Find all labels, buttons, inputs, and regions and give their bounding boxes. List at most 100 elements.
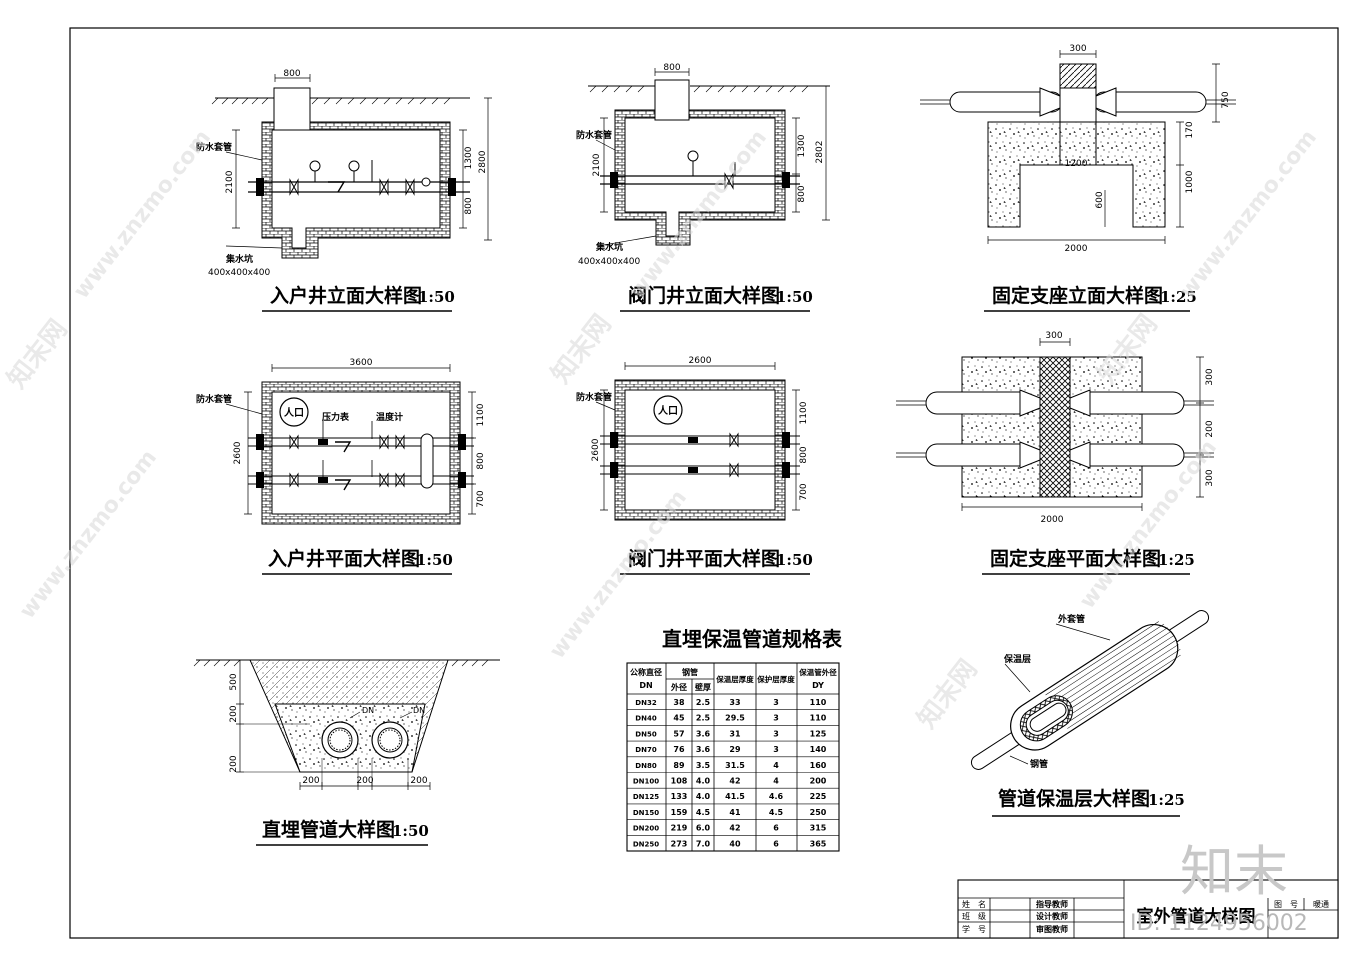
table-cell: 31.5 (725, 761, 745, 770)
title-block (957, 879, 1339, 939)
table-cell: 3 (773, 714, 779, 723)
table-cell: 76 (673, 745, 685, 754)
table-cell: DN40 (635, 715, 657, 723)
watermark-site-cn-4: 知末网 (912, 654, 984, 734)
table-cell: 3 (773, 698, 779, 707)
table-cell: 89 (673, 761, 685, 770)
dim-valve-plan-r3: 700 (799, 483, 809, 500)
table-cell: 133 (671, 792, 688, 801)
title-buried: 直埋管道大样图 (262, 818, 395, 841)
tb-r1c1: 姓 名 (962, 899, 986, 909)
th-outer: 保温管外径 (798, 667, 837, 677)
dim-support-elev-top: 300 (1069, 44, 1086, 54)
dim-buried-l3: 200 (229, 755, 239, 772)
table-title: 直埋保温管道规格表 (662, 627, 843, 651)
dim-entry-elev-r2: 800 (464, 197, 474, 214)
watermark-site-4: www.znzmo.com (15, 445, 162, 623)
table-cell: 3.6 (696, 745, 711, 754)
table-cell: 38 (673, 698, 685, 707)
entry-well-plan (225, 364, 476, 525)
th-wall: 壁厚 (695, 682, 711, 692)
scale-entry-plan: 1:50 (416, 551, 453, 569)
dim-valve-elev-left: 2100 (592, 153, 602, 176)
watermark-brand: 知末 (1180, 840, 1288, 903)
title-insul: 管道保温层大样图 (998, 787, 1150, 810)
table-cell: DN200 (633, 825, 659, 833)
label-sump-size-2: 400x400x400 (578, 257, 640, 267)
scale-valve-elev: 1:50 (776, 288, 813, 306)
dim-buried-b2: 200 (356, 776, 373, 786)
table-row-lines (627, 709, 839, 836)
th-dn: 公称直径 (630, 667, 662, 677)
dim-support-elev-bottom: 2000 (1065, 244, 1088, 254)
spec-table: 公称直径 DN 钢管 外径 壁厚 保温层厚度 保护层厚度 保温管外径 DY DN… (626, 662, 840, 852)
label-insulation-layer: 保温层 (1003, 653, 1031, 665)
table-cell: 140 (810, 745, 827, 754)
dim-valve-plan-top: 2600 (689, 356, 712, 366)
dim-support-elev-inner-h: 600 (1095, 191, 1105, 208)
table-header-rules (627, 678, 839, 695)
sheet-border (69, 27, 1339, 939)
th-od: 外径 (671, 682, 687, 692)
table-cell: 315 (810, 824, 827, 833)
scale-valve-plan: 1:50 (776, 551, 813, 569)
label-sump-2: 集水坑 (595, 241, 623, 253)
table-cell: 6 (773, 839, 779, 848)
dim-valve-elev-r2: 800 (797, 185, 807, 202)
table-cell: 4.5 (696, 808, 711, 817)
table-cell: 40 (729, 839, 741, 848)
buried-pipe-detail (193, 659, 500, 790)
label-waterproof-2: 防水套管 (576, 129, 612, 141)
table-cell: 4 (773, 761, 779, 770)
dim-support-elev-r2: 1000 (1185, 170, 1195, 193)
th-insul: 保温层厚度 (715, 674, 754, 684)
table-cell: 4.5 (769, 808, 784, 817)
tb-drawing-name: 室外管道大样图 (1137, 906, 1256, 927)
table-cell: 29 (729, 745, 741, 754)
dim-entry-plan-r3: 700 (476, 490, 486, 507)
watermark-id: ID: 1124956002 (1130, 911, 1308, 936)
scale-buried: 1:50 (392, 822, 429, 840)
tb-dwg-no-label: 图 号 (1274, 900, 1298, 909)
dim-support-elev-r1: 170 (1185, 121, 1195, 138)
table-cell: 42 (729, 824, 740, 833)
table-cell: DN100 (633, 777, 659, 785)
label-sump-1: 集水坑 (225, 253, 253, 265)
dim-support-elev-total: 750 (1221, 91, 1231, 108)
table-cell: 29.5 (725, 714, 745, 723)
title-valve-elev: 阀门井立面大样图 (628, 284, 780, 307)
tb-r2c1: 班 级 (962, 911, 986, 921)
scale-entry-elev: 1:50 (418, 288, 455, 306)
label-waterproof-4: 防水套管 (576, 391, 612, 403)
title-entry-elev: 入户井立面大样图 (270, 284, 422, 307)
table-cell: 31 (729, 729, 741, 738)
table-cell: 4.6 (769, 792, 784, 801)
label-outer-casing: 外套管 (1057, 613, 1085, 625)
insulation-detail (970, 610, 1210, 770)
dim-valve-elev-top: 800 (663, 63, 680, 73)
table-cell: DN70 (635, 746, 657, 754)
table-cell: 3 (773, 729, 779, 738)
dim-buried-b1: 200 (302, 776, 319, 786)
dim-entry-elev-total: 2800 (478, 150, 488, 173)
table-cell: 365 (810, 839, 827, 848)
table-cell: 273 (671, 839, 688, 848)
table-cell: 3.6 (696, 729, 711, 738)
title-valve-plan: 阀门井平面大样图 (628, 547, 780, 570)
table-cell: 219 (671, 824, 688, 833)
table-cell: 3.5 (696, 761, 711, 770)
table-cell: 41.5 (725, 792, 745, 801)
dim-valve-plan-left: 2600 (591, 438, 601, 461)
title-support-elev: 固定支座立面大样图 (992, 284, 1163, 307)
support-elevation (920, 50, 1236, 244)
dim-buried-b3: 200 (410, 776, 427, 786)
table-cell: 160 (810, 761, 827, 770)
dim-support-plan-bottom: 2000 (1041, 515, 1064, 525)
table-cell: 2.5 (696, 698, 711, 707)
table-cell: 250 (810, 808, 827, 817)
table-cell: 6.0 (696, 824, 711, 833)
th-prot: 保护层厚度 (756, 674, 795, 684)
label-steel-pipe: 钢管 (1030, 758, 1048, 770)
table-cell: 57 (673, 729, 684, 738)
tb-r3c1: 学 号 (962, 924, 986, 934)
